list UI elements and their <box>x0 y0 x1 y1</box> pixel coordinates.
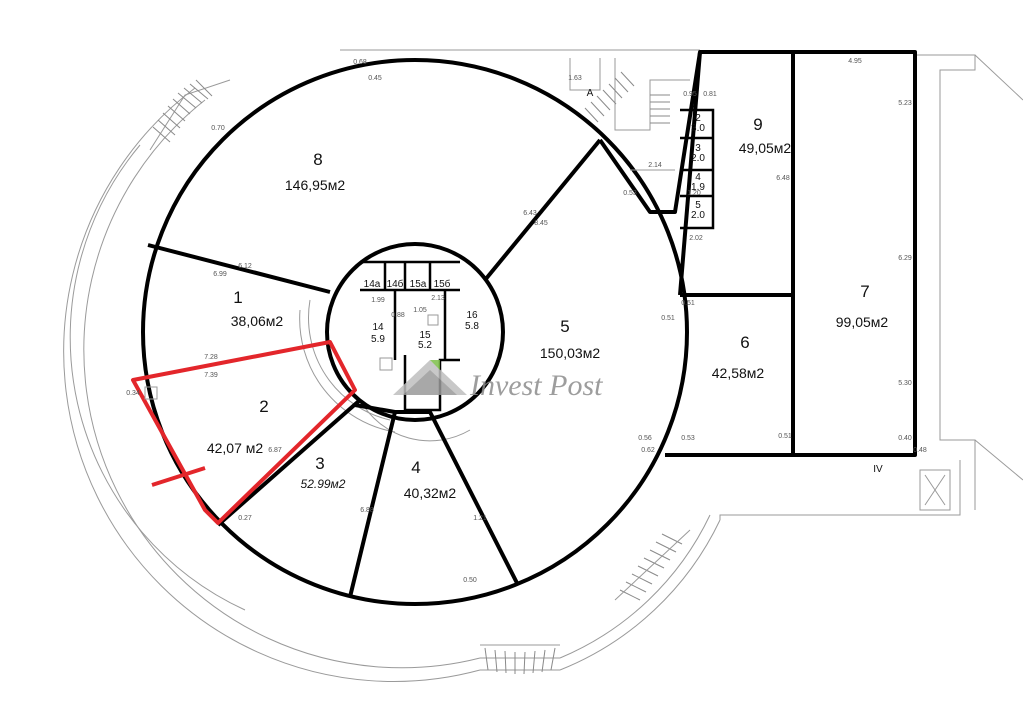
dim: 1.21 <box>473 515 487 522</box>
dim: 0.48 <box>913 447 927 454</box>
room-4-number: 4 <box>411 458 420 477</box>
highlighted-room-2[interactable] <box>131 340 357 525</box>
axis-iv-label: IV <box>873 464 883 475</box>
room-1-number: 1 <box>233 288 242 307</box>
dim: 0.50 <box>463 577 477 584</box>
red-tick <box>151 466 206 487</box>
room-1-area: 38,06м2 <box>231 313 284 329</box>
small-room-5-number: 5 <box>695 200 701 211</box>
dim: 0.53 <box>681 435 695 442</box>
top-outline <box>340 49 1023 511</box>
watermark-logo <box>393 360 467 395</box>
core-room-16-area: 5.8 <box>465 321 479 332</box>
dim: 0.51 <box>681 300 695 307</box>
dim: 1.63 <box>568 75 582 82</box>
dim: 6.87 <box>268 447 282 454</box>
core-rings <box>299 299 471 442</box>
dim: 0.68 <box>353 59 367 66</box>
dim: 6.29 <box>898 255 912 262</box>
room-3-number: 3 <box>315 454 324 473</box>
small-room-4-area: 1.9 <box>691 182 705 193</box>
room-5-number: 5 <box>560 317 569 336</box>
dim: 5.30 <box>898 380 912 387</box>
dim: 6.48 <box>776 175 790 182</box>
dim: 2.13 <box>431 295 445 302</box>
right-block <box>598 50 917 457</box>
core-room-14a: 14а <box>364 279 381 290</box>
room-6-number: 6 <box>740 333 749 352</box>
core-room-15-number: 15 <box>419 330 431 341</box>
dim: 0.40 <box>898 435 912 442</box>
dim: 6.99 <box>213 271 227 278</box>
core-room-14-area: 5.9 <box>371 334 385 345</box>
dim: 0.51 <box>778 433 792 440</box>
room-2-area: 42,07 м2 <box>207 440 264 456</box>
small-room-5-area: 2.0 <box>691 210 705 221</box>
main-circle-wall <box>141 58 689 606</box>
dim: 0.88 <box>391 312 405 319</box>
room-8-number: 8 <box>313 150 322 169</box>
dim: 0.70 <box>211 125 225 132</box>
core-room-14b: 14б <box>387 278 404 290</box>
dim: 7.28 <box>204 354 218 361</box>
core-room-15b: 15б <box>434 278 451 290</box>
small-room-3-area: 2.0 <box>691 153 705 164</box>
room-7-area: 99,05м2 <box>836 314 889 330</box>
room-5-area: 150,03м2 <box>540 345 600 361</box>
dim: 0.62 <box>641 447 655 454</box>
small-room-2-number: 2 <box>695 113 701 124</box>
dimensions: 0.45 0.70 0.68 6.99 6.12 7.28 7.39 0.34 … <box>126 58 927 584</box>
room-9-area: 49,05м2 <box>739 140 792 156</box>
dim: 6.12 <box>238 263 252 270</box>
dim: 0.51 <box>661 315 675 322</box>
dim: 7.39 <box>204 372 218 379</box>
dim: 6.88 <box>360 507 374 514</box>
room-8-area: 146,95м2 <box>285 177 345 193</box>
outer-gallery <box>63 87 961 682</box>
small-room-4-number: 4 <box>695 172 701 183</box>
core-room-15-area: 5.2 <box>418 340 432 351</box>
dim: 2.14 <box>648 162 662 169</box>
watermark-text: Invest Post <box>469 369 603 402</box>
dim: 0.81 <box>703 91 717 98</box>
room-dividers <box>147 138 602 598</box>
core-room-16-number: 16 <box>466 310 478 321</box>
dim: 0.45 <box>368 75 382 82</box>
room-3-area: 52.99м2 <box>301 477 346 491</box>
dim: 4.95 <box>848 58 862 65</box>
dim: 1.05 <box>413 307 427 314</box>
room-9-number: 9 <box>753 115 762 134</box>
dim: 6.43 <box>523 210 537 217</box>
core-room-15a: 15а <box>410 279 427 290</box>
dim: 5.23 <box>898 100 912 107</box>
dim: 1.20 <box>687 190 701 197</box>
dim: 0.27 <box>238 515 252 522</box>
dim: 0.53 <box>623 190 637 197</box>
dim: 8.45 <box>534 220 548 227</box>
room-4-area: 40,32м2 <box>404 485 457 501</box>
dim: 0.56 <box>638 435 652 442</box>
room-2-marker <box>144 386 158 400</box>
room-7-number: 7 <box>860 282 869 301</box>
dim: 1.99 <box>371 297 385 304</box>
dim: 2.02 <box>689 235 703 242</box>
dim: 0.34 <box>126 390 140 397</box>
room-6-area: 42,58м2 <box>712 365 765 381</box>
room-2-number: 2 <box>259 397 268 416</box>
stairs <box>149 71 691 675</box>
small-room-2-area: 3.0 <box>691 123 705 134</box>
core-wall <box>325 242 505 422</box>
small-room-3-number: 3 <box>695 143 701 154</box>
stair-a-label: А <box>587 88 594 99</box>
dim: 0.95 <box>683 91 697 98</box>
core-room-14-number: 14 <box>372 322 384 333</box>
